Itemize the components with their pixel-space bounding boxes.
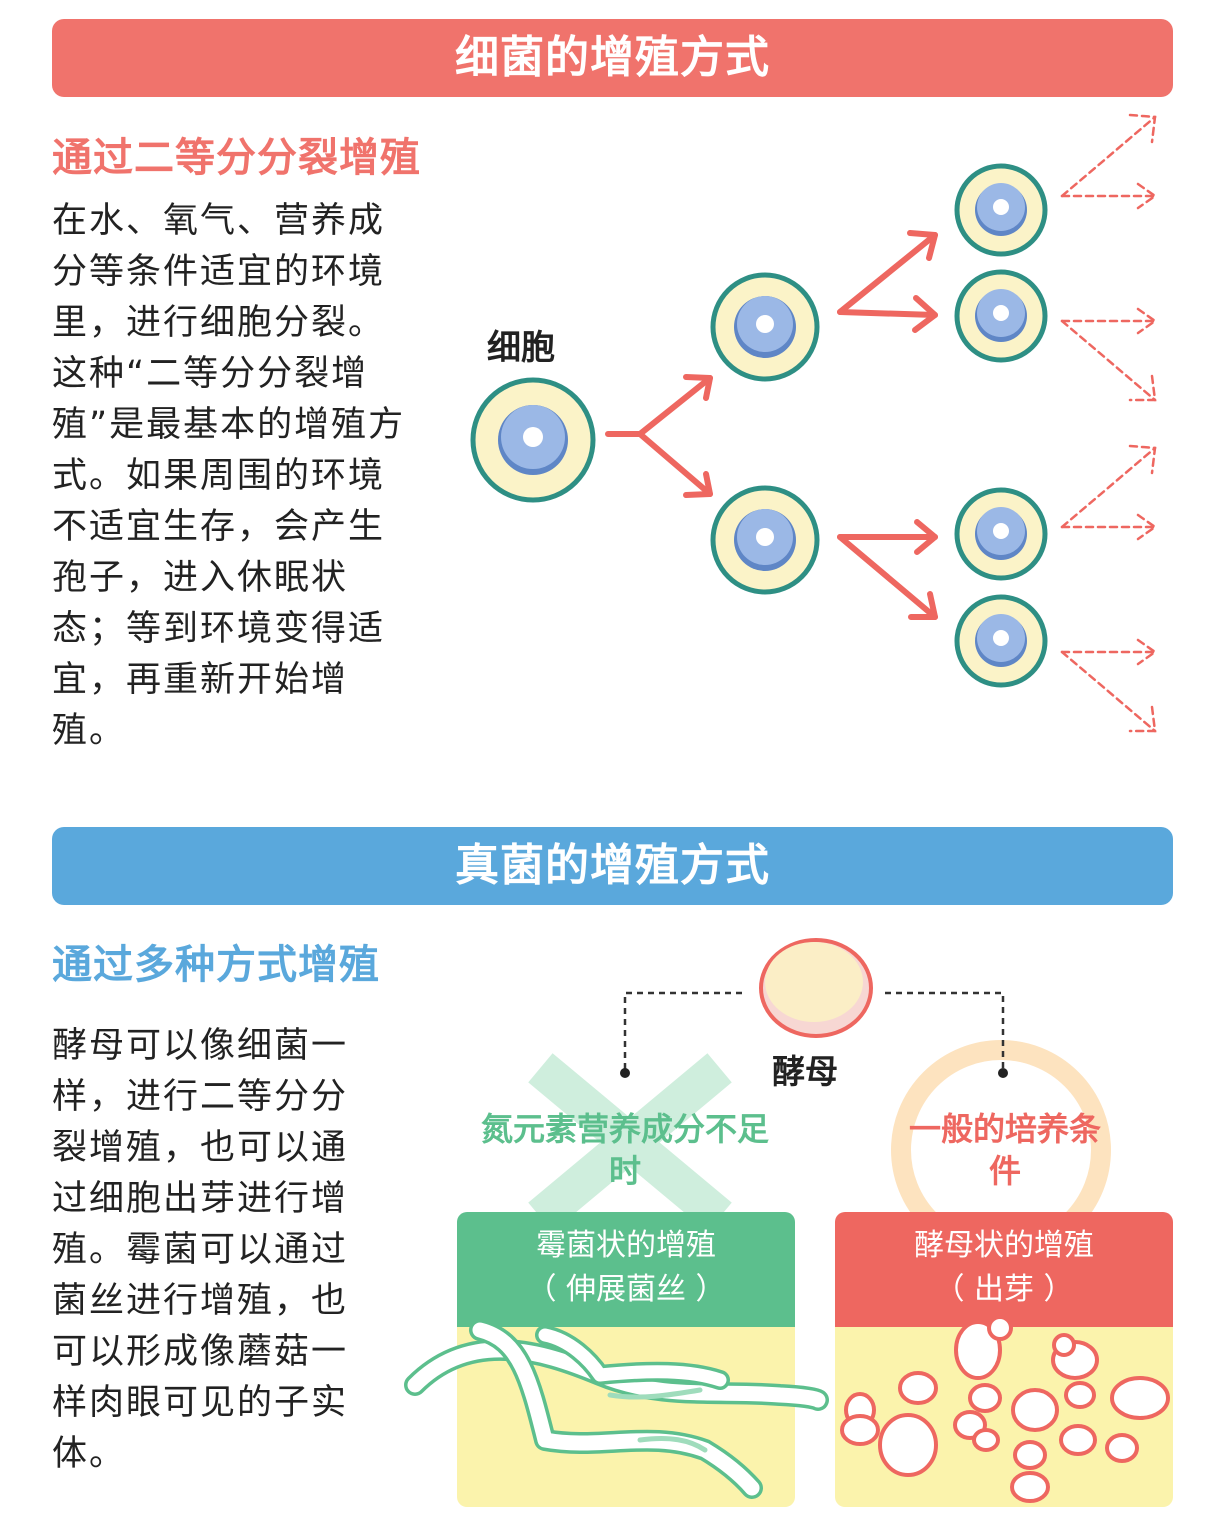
future-division-arrows [1060,113,1158,733]
bacteria-banner: 细菌的增殖方式 [52,19,1173,97]
binary-fission-diagram [0,113,1158,733]
cross-icon [528,1053,732,1232]
fungi-subtitle: 通过多种方式增殖 [52,942,380,988]
yeast-cell-icon [759,938,873,1038]
yeast-growth-subtitle: （ 出芽 ） [934,1272,1074,1307]
fungi-paragraph: 酵母可以像细菌一样，进行二等分分裂增殖，也可以通过细胞出芽进行增殖。霉菌可以通过… [52,1026,349,1474]
bacteria-subtitle: 通过二等分分裂增殖 [52,135,421,181]
yeast-growth-title: 酵母状的增殖 [914,1228,1094,1263]
budding-yeast-cells [840,1315,1170,1503]
bacteria-paragraph: 在水、氧气、营养成分等条件适宜的环境里，进行细胞分裂。这种“二等分分裂增殖”是最… [52,201,406,751]
nitrogen-condition-label: 氮元素营养成分不足时 [480,1110,769,1190]
cell-label: 细胞 [487,328,555,368]
general-condition-label: 一般的培养条件 [908,1110,1101,1190]
connector-lines [623,991,1005,1070]
fungi-banner: 真菌的增殖方式 [52,827,1173,905]
mold-growth-subtitle: （ 伸展菌丝 ） [526,1272,726,1307]
split-arrow-1 [605,374,713,498]
mold-growth-title: 霉菌状的增殖 [536,1228,716,1263]
yeast-growth-panel [835,1327,1173,1507]
hyphae-icon [404,1319,829,1499]
yeast-growth-header: 酵母状的增殖 （ 出芽 ） [835,1212,1173,1328]
yeast-label: 酵母 [772,1052,838,1091]
split-arrow-2 [837,230,938,333]
split-arrow-3 [837,519,938,620]
mold-growth-header: 霉菌状的增殖 （ 伸展菌丝 ） [457,1212,795,1328]
